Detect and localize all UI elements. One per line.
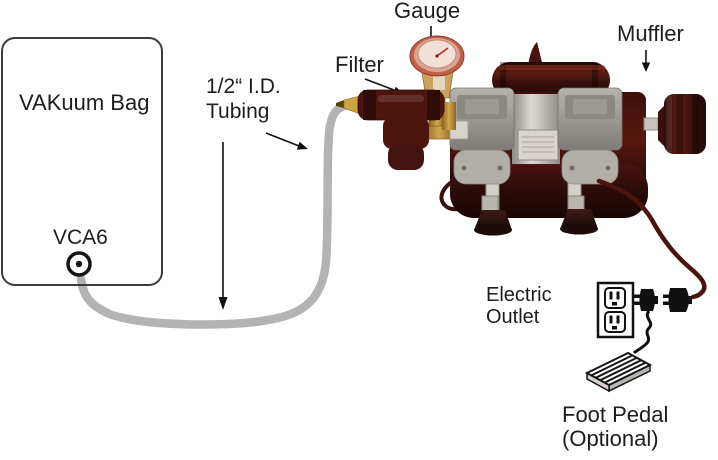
- vacuum-pump-icon: [439, 42, 648, 236]
- tubing-label-line2: Tubing: [206, 100, 270, 123]
- pump-right-head: [557, 87, 623, 185]
- muffler-label: Muffler: [617, 21, 684, 46]
- foot-pedal-label-line2: (Optional): [562, 426, 659, 451]
- muffler-icon: [643, 94, 706, 154]
- tubing-label: 1/2“ I.D. Tubing: [206, 74, 281, 124]
- filter-label: Filter: [335, 52, 384, 77]
- power-cord: [596, 178, 707, 300]
- foot-pedal-label: Foot Pedal (Optional): [562, 403, 668, 451]
- vca6-label: VCA6: [53, 226, 108, 249]
- vakuum-bag-outline: [1, 37, 163, 286]
- foot-pedal-icon: [584, 351, 653, 393]
- vca6-port-icon: [66, 251, 92, 277]
- electric-outlet-label-line2: Outlet: [486, 306, 540, 328]
- power-plugs-icon: [632, 288, 692, 355]
- tubing-arrow: [265, 132, 308, 150]
- vakuum-bag-label: VAKuum Bag: [19, 90, 150, 115]
- tubing-down-arrow: [218, 142, 228, 310]
- tubing-path: [76, 100, 357, 329]
- muffler-arrow: [641, 50, 651, 72]
- tubing-label-line1: 1/2“ I.D.: [206, 75, 281, 98]
- electric-outlet-label-line1: Electric: [486, 284, 552, 306]
- foot-pedal-label-line1: Foot Pedal: [562, 402, 669, 427]
- gauge-label: Gauge: [394, 0, 461, 23]
- electric-outlet-label: Electric Outlet: [486, 284, 552, 328]
- electric-outlet-icon: [596, 281, 635, 339]
- filter-icon: [336, 89, 456, 170]
